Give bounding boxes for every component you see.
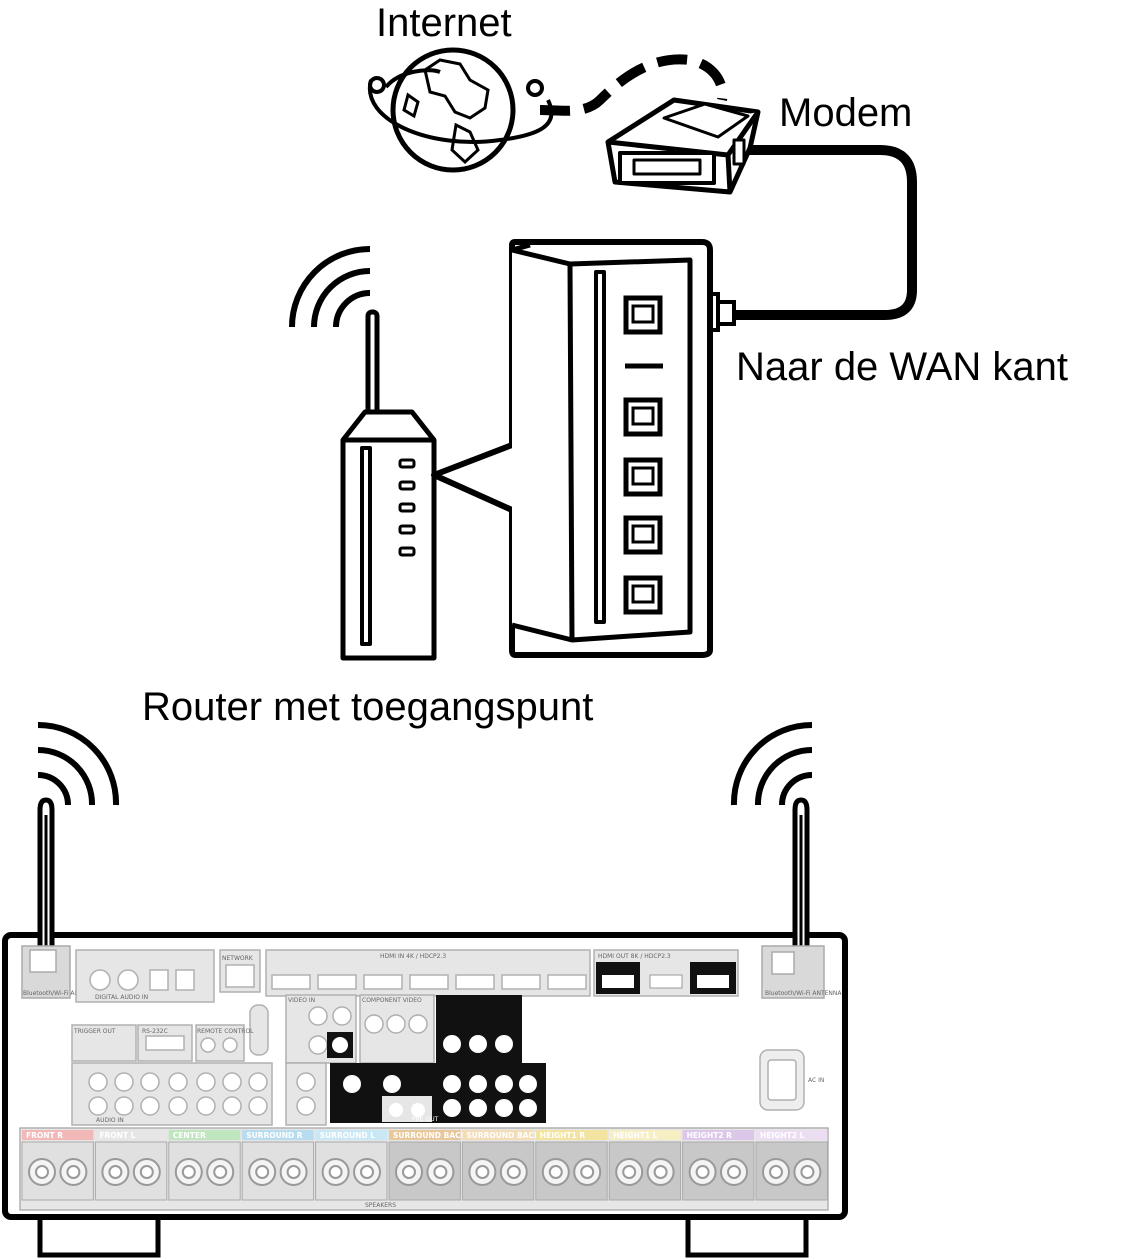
speaker-section-header [168, 1130, 241, 1140]
wifi-waves-icon [37, 722, 120, 806]
audio-in-label: AUDIO IN [96, 1117, 124, 1124]
speaker-binding-post-center [255, 1165, 270, 1179]
wan-label: Naar de WAN kant [736, 345, 1068, 389]
speaker-binding-post-center [727, 1165, 742, 1179]
speaker-binding-post-center [622, 1165, 637, 1179]
speaker-section-label: SURROUND R [246, 1131, 303, 1140]
speaker-binding-post-center [213, 1165, 228, 1179]
globe-icon [367, 47, 554, 173]
speaker-section-header [22, 1130, 94, 1140]
speaker-section-label: SURROUND BACK R [393, 1131, 475, 1140]
ac-inlet [759, 1049, 805, 1111]
speaker-binding-post-center [800, 1165, 815, 1179]
antenna-terminal [21, 945, 825, 999]
remote-label: REMOTE CONTROL [197, 1028, 254, 1035]
hdmi-in-section [265, 949, 591, 997]
pre-out-label: PRE OUT [412, 1116, 439, 1123]
rs232-label: RS-232C [142, 1028, 168, 1035]
speaker-section-label: HEIGHT2 L [760, 1131, 805, 1140]
speaker-binding-post-center [506, 1165, 521, 1179]
lan-port-icon [623, 575, 663, 615]
speaker-binding-post-center [768, 1165, 783, 1179]
router-label: Router met toegangspunt [142, 685, 593, 729]
speaker-section-label: FRONT R [26, 1131, 63, 1140]
speaker-binding-post-center [34, 1165, 49, 1179]
speaker-binding-post-center [695, 1165, 710, 1179]
pre-out-section [330, 995, 546, 1123]
speaker-binding-post-center [653, 1165, 668, 1179]
modem-icon [605, 97, 761, 195]
speaker-section-header [535, 1130, 608, 1140]
speaker-section-header [756, 1130, 828, 1140]
speaker-binding-post-center [548, 1165, 563, 1179]
speaker-binding-post-center [328, 1165, 343, 1179]
digital-audio-label: DIGITAL AUDIO IN [95, 994, 148, 1001]
speaker-binding-post-center [139, 1165, 154, 1179]
internet-label: Internet [376, 1, 512, 45]
speaker-section-label: SURROUND L [320, 1131, 376, 1140]
hdmi-out-label: HDMI OUT 8K / HDCP2.3 [598, 953, 671, 960]
speaker-section-header [389, 1130, 461, 1140]
antenna-label-right: Bluetooth/Wi-Fi ANTENNA [765, 990, 842, 997]
modem-label: Modem [779, 91, 912, 135]
wireless-link-line [539, 54, 728, 116]
video-label: VIDEO IN [288, 997, 315, 1004]
speaker-section-label: HEIGHT1 L [613, 1131, 658, 1140]
speakers-label: SPEAKERS [365, 1202, 396, 1209]
speaker-section-label: SURROUND BACK L [466, 1131, 547, 1140]
speaker-binding-post-center [580, 1165, 595, 1179]
speaker-section-label: FRONT L [99, 1131, 135, 1140]
router-icon [340, 309, 437, 661]
speaker-binding-post-center [286, 1165, 301, 1179]
speaker-section-header [242, 1130, 314, 1140]
hdmi-in-label: HDMI IN 4K / HDCP2.3 [380, 953, 446, 960]
lan-port-icon [623, 457, 663, 497]
video-section [285, 994, 435, 1064]
digital-audio-section [75, 949, 215, 1003]
speaker-binding-post-center [108, 1165, 123, 1179]
antenna-label-left: Bluetooth/Wi-Fi ANTENNA [23, 990, 100, 997]
wifi-waves-icon [289, 246, 371, 328]
speaker-section-header [315, 1130, 387, 1140]
video-jack [332, 1037, 348, 1053]
wifi-waves-icon [730, 722, 813, 806]
speaker-section-label: CENTER [173, 1131, 206, 1140]
speaker-binding-post-center [475, 1165, 490, 1179]
speaker-binding-post-center [66, 1165, 81, 1179]
speaker-binding-post-center [181, 1165, 196, 1179]
speaker-section-header [462, 1130, 534, 1140]
speaker-section-label: HEIGHT1 R [540, 1131, 586, 1140]
control-section [71, 1004, 269, 1062]
network-port [219, 949, 261, 993]
lan-port-icon [623, 397, 663, 437]
speaker-section-label: HEIGHT2 R [687, 1131, 733, 1140]
wan-cable [735, 145, 917, 320]
speaker-section-header [682, 1130, 754, 1140]
ethernet-ports [623, 295, 663, 615]
speaker-section-header [609, 1130, 681, 1140]
lan-port-icon [623, 515, 663, 555]
speaker-section-header [95, 1130, 167, 1140]
hdmi-out-section [593, 949, 739, 997]
ac-in-label: AC IN [808, 1077, 824, 1084]
audio-in-section [71, 1062, 327, 1126]
wan-port-icon [623, 295, 663, 335]
speaker-binding-post-center [433, 1165, 448, 1179]
network-label: NETWORK [222, 955, 254, 962]
speaker-terminals: FRONT R FRONT L CENTER SURROUND R SURROUND L… [21, 1130, 828, 1201]
trigger-label: TRIGGER OUT [73, 1028, 116, 1035]
component-label: COMPONENT VIDEO [362, 997, 422, 1004]
antenna-left [37, 797, 55, 955]
router-back-panel [511, 242, 693, 643]
antenna-right [792, 797, 810, 955]
speaker-binding-post-center [360, 1165, 375, 1179]
speaker-binding-post-center [401, 1165, 416, 1179]
